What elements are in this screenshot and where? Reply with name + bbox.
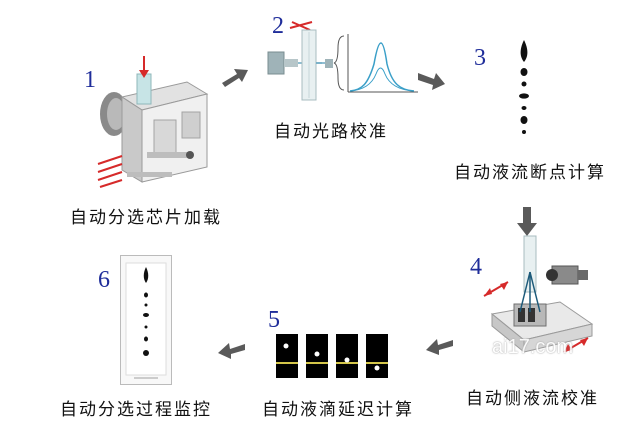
step-2-number: 2	[272, 13, 284, 39]
step-6-monitor-screen	[120, 255, 172, 385]
step-1-number: 1	[84, 67, 96, 93]
step-2-optical-path-illustration	[267, 21, 418, 101]
step-5-drop-delay-frames	[276, 334, 388, 378]
step-3-number: 3	[474, 45, 486, 71]
step-1-label: 自动分选芯片加载	[70, 208, 222, 228]
step-4-side-stream-illustration	[483, 235, 594, 354]
step-1-chip-loader-illustration	[97, 56, 209, 188]
step-4-number: 4	[470, 254, 482, 280]
arrow-3-to-4	[517, 207, 537, 236]
step-3-label: 自动液流断点计算	[454, 163, 606, 183]
step-3-droplet-stream-illustration	[519, 40, 529, 134]
arrow-4-to-5	[426, 339, 453, 355]
arrow-2-to-3	[418, 73, 445, 90]
arrow-1-to-2	[222, 69, 248, 87]
step-5-number: 5	[268, 307, 280, 333]
watermark-text: ai17.com	[492, 336, 574, 358]
step-6-label: 自动分选过程监控	[60, 400, 212, 420]
step-5-label: 自动液滴延迟计算	[262, 400, 414, 420]
arrow-5-to-6	[218, 343, 245, 359]
step-6-number: 6	[98, 267, 110, 293]
step-2-label: 自动光路校准	[274, 122, 388, 142]
step-4-label: 自动侧液流校准	[466, 389, 599, 409]
